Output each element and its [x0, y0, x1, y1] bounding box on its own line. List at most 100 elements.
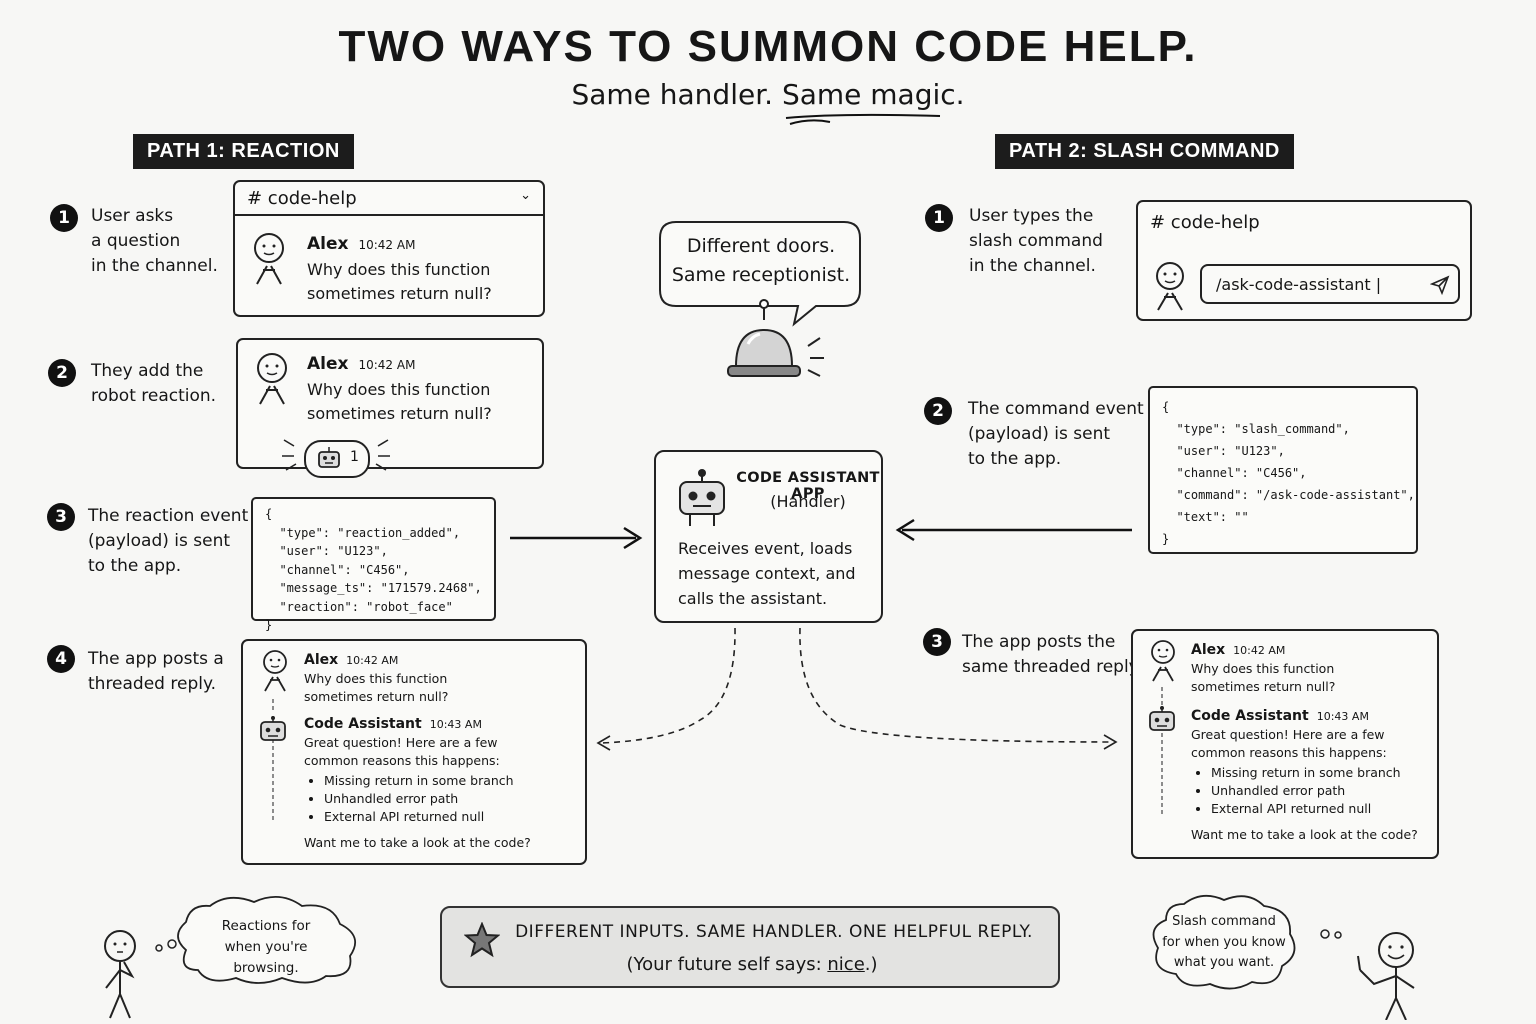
- channel-name: # code-help: [1150, 212, 1260, 233]
- chevron-down-icon[interactable]: ⌄: [520, 188, 531, 203]
- thread-line: [1161, 687, 1163, 815]
- star-icon: [464, 922, 500, 958]
- thread-user-name: Alex: [1191, 642, 1226, 658]
- handler-title: CODE ASSISTANT APP: [736, 470, 880, 502]
- list-item: External API returned null: [1211, 800, 1435, 818]
- reaction-sparkle-lines: [282, 439, 390, 471]
- thread-bot-text: common reasons this happens:: [304, 753, 500, 768]
- path1-step2-text: They add the robot reaction.: [91, 361, 217, 406]
- speech-bubble-shape: [659, 221, 861, 327]
- path2-thread-card: Alex 10:42 AM Why does this function some…: [1131, 629, 1439, 859]
- user-avatar-icon: [257, 353, 287, 405]
- page-title: TWO WAYS TO SUMMON CODE HELP.: [338, 22, 1198, 71]
- message-text: sometimes return null?: [307, 284, 492, 303]
- message-author: Alex: [307, 234, 349, 254]
- message-time: 10:42 AM: [358, 238, 416, 252]
- thread-bot-name: Code Assistant: [1191, 708, 1309, 724]
- robot-icon: [679, 469, 725, 526]
- thread-user-time: 10:42 AM: [346, 654, 399, 667]
- subtitle-underline: [785, 113, 941, 125]
- speech-line: Same receptionist.: [671, 264, 851, 286]
- thought-left-text: Reactions for when you're browsing.: [221, 918, 311, 976]
- path1-step4-text: The app posts a threaded reply.: [88, 649, 224, 694]
- thread-user-text: sometimes return null?: [1191, 679, 1336, 694]
- step-number: 4: [47, 645, 75, 673]
- path2-step3-text: The app posts the same threaded reply.: [962, 632, 1142, 677]
- robot-icon: [1149, 706, 1175, 731]
- summary-prefix: (Your future self says:: [626, 954, 828, 975]
- channel-header[interactable]: # code-help: [1138, 202, 1470, 238]
- path2-payload-note: { "type": "slash_command", "user": "U123…: [1148, 386, 1418, 554]
- thread-bot-name: Code Assistant: [304, 716, 422, 732]
- thread-bot-closing: Want me to take a look at the code?: [1191, 827, 1418, 842]
- thought-dots: [1320, 929, 1342, 939]
- summary-line1: DIFFERENT INPUTS. SAME HANDLER. ONE HELP…: [515, 922, 1033, 942]
- thread-user-time: 10:42 AM: [1233, 644, 1286, 657]
- handler-desc-line: Receives event, loads: [678, 539, 853, 558]
- step-number: 1: [50, 204, 78, 232]
- page-subtitle: Same handler. Same magic.: [571, 78, 965, 111]
- step-number: 2: [924, 397, 952, 425]
- user-avatar-icon: [263, 650, 287, 692]
- pointing-person-icon: [1357, 932, 1415, 1020]
- speech-line: Different doors.: [686, 235, 836, 257]
- thread-bot-closing: Want me to take a look at the code?: [304, 835, 531, 850]
- user-avatar-icon: [1156, 262, 1184, 311]
- thread-bot-text: Great question! Here are a few: [304, 735, 498, 750]
- handler-subtitle: (Handler): [770, 492, 846, 511]
- reaction-count: 1: [350, 449, 359, 465]
- message-text: Why does this function: [307, 260, 491, 279]
- thread-bot-text: common reasons this happens:: [1191, 745, 1387, 760]
- thought-right-text: Slash command for when you know what you…: [1162, 914, 1286, 970]
- robot-icon: [318, 447, 340, 468]
- slash-command-input[interactable]: /ask-code-assistant |: [1200, 264, 1460, 304]
- path1-step1-text: User asks a question in the channel.: [91, 206, 218, 276]
- robot-icon: [260, 716, 286, 741]
- path2-step2-text: The command event (payload) is sent to t…: [968, 399, 1144, 469]
- thinking-person-icon: [104, 930, 136, 1019]
- message-author: Alex: [307, 354, 349, 374]
- path1-label: PATH 1: REACTION: [133, 134, 354, 169]
- handler-desc-line: calls the assistant.: [678, 589, 828, 608]
- step-number: 2: [48, 359, 76, 387]
- thread-user-name: Alex: [304, 652, 339, 668]
- list-item: Missing return in some branch: [324, 772, 579, 790]
- send-icon[interactable]: [1430, 275, 1450, 295]
- step-number: 3: [923, 628, 951, 656]
- thread-bot-time: 10:43 AM: [1316, 710, 1369, 723]
- path2-channel-card: # code-help /ask-code-assistant |: [1136, 200, 1472, 321]
- thread-bot-text: Great question! Here are a few: [1191, 727, 1385, 742]
- speech-bubble-text: Different doors. Same receptionist.: [660, 232, 862, 290]
- handler-desc-line: message context, and: [678, 564, 856, 583]
- thread-user-text: sometimes return null?: [304, 689, 449, 704]
- reason-list: Missing return in some branch Unhandled …: [1191, 764, 1435, 818]
- thread-user-text: Why does this function: [1191, 661, 1335, 676]
- thread-user-text: Why does this function: [304, 671, 448, 686]
- handler-description: Receives event, loads message context, a…: [678, 536, 856, 611]
- summary-line2: (Your future self says: nice.): [442, 954, 1062, 975]
- message-time: 10:42 AM: [358, 358, 416, 372]
- thought-cloud-right: [1152, 894, 1296, 990]
- bell-icon: [727, 299, 824, 377]
- step-number: 3: [47, 503, 75, 531]
- summary-suffix: .): [864, 954, 878, 975]
- user-avatar-icon: [1151, 640, 1175, 682]
- path1-thread-card: Alex 10:42 AM Why does this function some…: [241, 639, 587, 865]
- path2-step1-text: User types the slash command in the chan…: [969, 206, 1103, 276]
- list-item: Unhandled error path: [1211, 782, 1435, 800]
- list-item: External API returned null: [324, 808, 579, 826]
- slash-command-text: /ask-code-assistant |: [1216, 275, 1382, 294]
- summary-banner: DIFFERENT INPUTS. SAME HANDLER. ONE HELP…: [440, 906, 1060, 988]
- thought-cloud-left: [155, 896, 357, 984]
- reason-list: Missing return in some branch Unhandled …: [304, 772, 579, 826]
- command-payload-code: { "type": "slash_command", "user": "U123…: [1162, 400, 1415, 546]
- list-item: Unhandled error path: [324, 790, 579, 808]
- thread-bot-time: 10:43 AM: [429, 718, 482, 731]
- channel-header[interactable]: # code-help ⌄: [235, 182, 543, 216]
- list-item: Missing return in some branch: [1211, 764, 1435, 782]
- robot-reaction-pill[interactable]: 1: [304, 440, 370, 478]
- path1-payload-note: { "type": "reaction_added", "user": "U12…: [251, 497, 496, 632]
- channel-name: # code-help: [247, 188, 357, 209]
- path1-channel-card: # code-help ⌄ Alex 10:42 AM Why does this…: [233, 180, 545, 317]
